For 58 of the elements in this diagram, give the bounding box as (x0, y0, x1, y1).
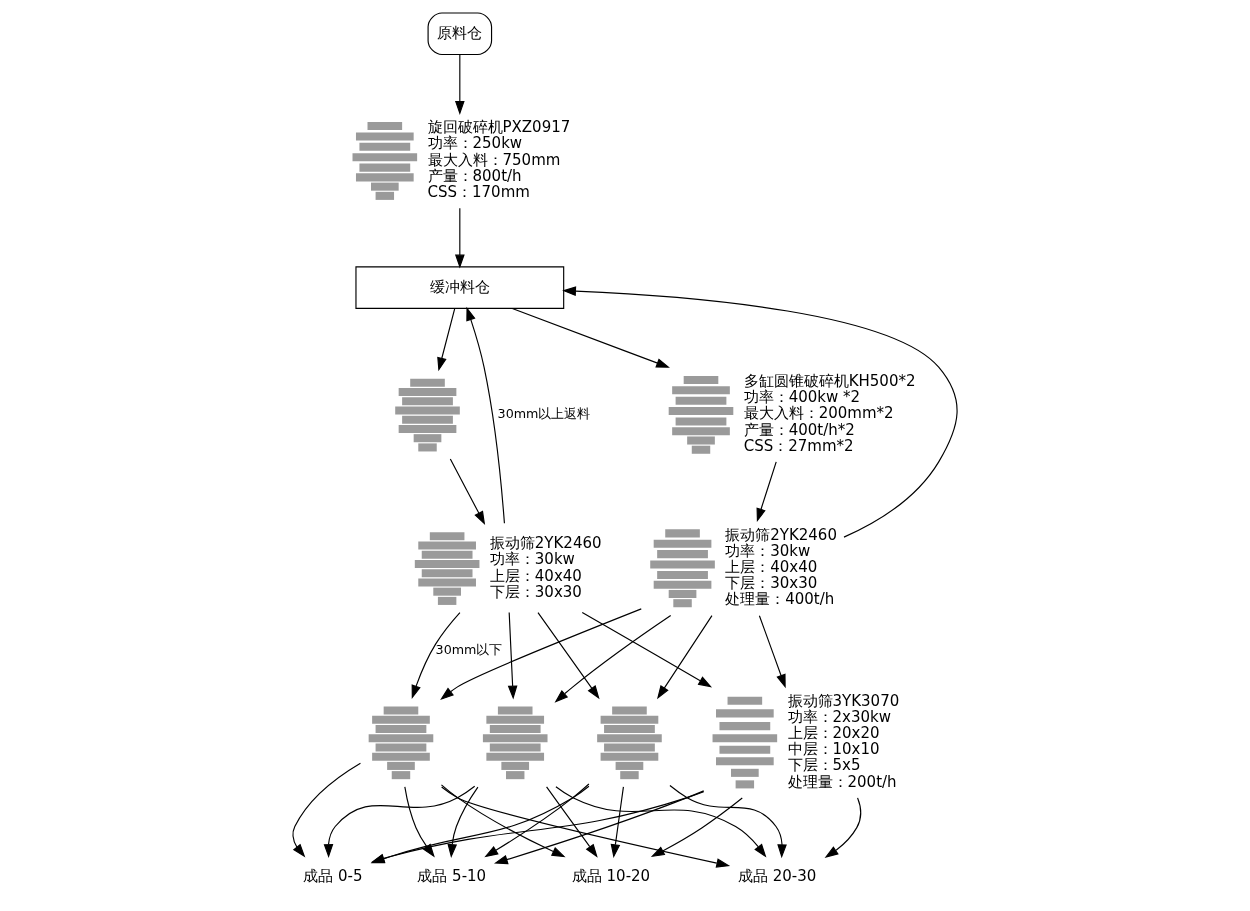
node-label: CSS：27mm*2 (743, 436, 854, 455)
arrow (758, 615, 786, 689)
arrow (650, 797, 743, 858)
arrow (554, 615, 672, 703)
node-label: 产量：800t/h (427, 166, 522, 185)
arrow (562, 286, 958, 538)
arrow (511, 307, 670, 368)
arrow (507, 611, 518, 700)
node-label: 下层：30x30 (725, 574, 818, 593)
node-label: 功率：250kw (427, 134, 523, 153)
arrow (449, 458, 486, 526)
arrow (494, 790, 705, 865)
node-label: CSS：170mm (427, 182, 530, 201)
node-text: 成品 0-5 (303, 867, 363, 886)
arrow (756, 461, 777, 523)
node-label: 产量：400t/h*2 (743, 420, 855, 439)
node-box: 缓冲料仓 (355, 266, 565, 309)
arrow (546, 786, 598, 858)
arrow (466, 306, 505, 524)
node-label: 多缸圆锥破碎机KH500*2 (743, 372, 916, 391)
arrow (454, 54, 465, 115)
node-label: 上层：40x40 (489, 566, 582, 585)
edge-label: 30mm以上返料 (497, 405, 591, 421)
node-label: 中层：10x10 (787, 740, 880, 759)
arrow (440, 608, 642, 701)
arrow (440, 784, 566, 858)
arrow (447, 786, 479, 858)
arrow (484, 783, 590, 858)
node-label: 下层：30x30 (489, 582, 582, 601)
node-label: 振动筛2YK2460 (489, 534, 602, 553)
arrow (454, 207, 465, 269)
edge-label: 30mm以下 (435, 642, 503, 658)
arrow (292, 762, 362, 858)
node-label: 上层：20x20 (787, 724, 880, 743)
arrow (441, 786, 731, 868)
arrow (411, 612, 461, 699)
node-label: 最大入料：750mm (427, 150, 561, 169)
arrow (824, 797, 862, 858)
node-label: 最大入料：200mm*2 (743, 404, 894, 423)
node-label: 振动筛3YK3070 (787, 691, 900, 710)
arrow (437, 308, 456, 372)
arrow (669, 784, 787, 859)
node-box: 原料仓 (427, 12, 493, 56)
node-label: 旋回破碎机PXZ0917 (427, 118, 571, 137)
node-label: 下层：5x5 (787, 756, 861, 775)
arrow (555, 786, 767, 858)
arrow (657, 615, 713, 700)
node-label: 处理量：200t/h (787, 772, 897, 791)
node-label: 上层：40x40 (725, 557, 818, 576)
arrow (610, 786, 624, 859)
arrow (581, 611, 713, 688)
node-text: 成品 5-10 (417, 867, 487, 886)
node-text: 成品 20-30 (737, 867, 817, 886)
node-label: 功率：2x30kw (787, 707, 892, 726)
node-label: 处理量：400t/h (725, 590, 835, 609)
node-label: 功率：30kw (489, 550, 575, 569)
node-text: 成品 10-20 (571, 867, 651, 886)
arrow (537, 611, 600, 700)
